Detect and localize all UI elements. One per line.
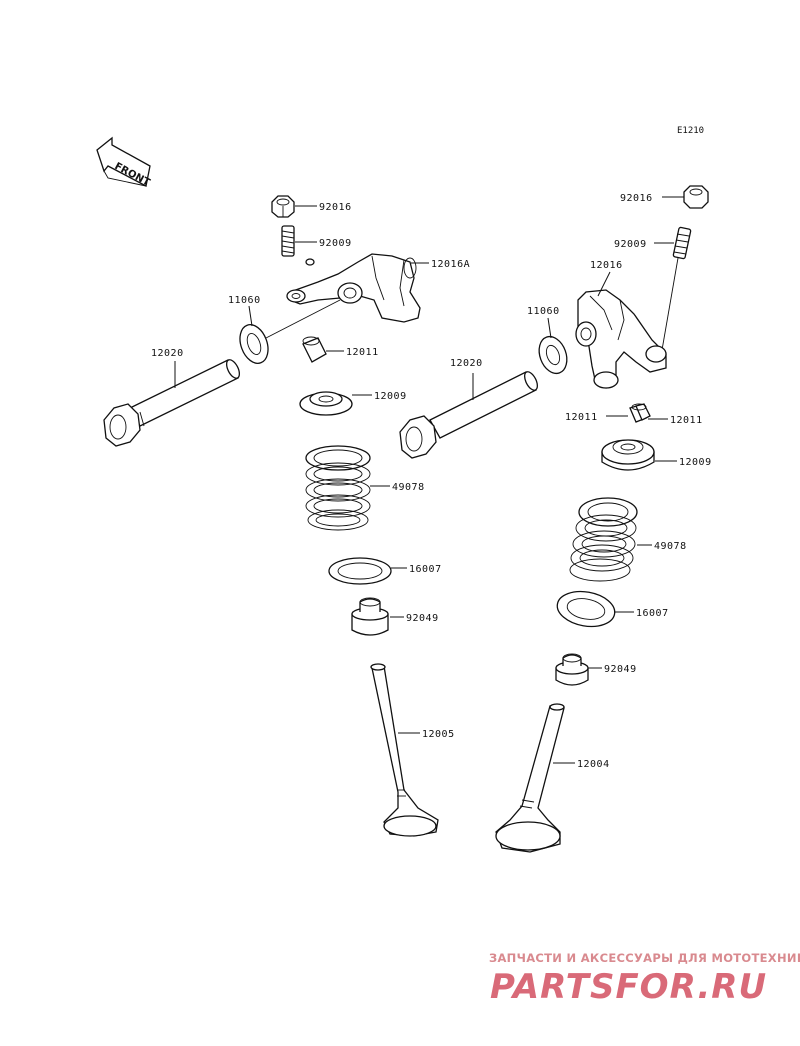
left-washer (239, 324, 269, 364)
label-right-retainer: 12009 (679, 457, 712, 468)
watermark-tagline: ЗАПЧАСТИ И АКСЕССУАРЫ ДЛЯ МОТОТЕХНИКИ (489, 951, 800, 965)
label-left-adjuster: 92009 (319, 238, 352, 249)
label-left-collet: 12011 (346, 347, 379, 358)
right-spring-seat (556, 590, 616, 628)
label-right-valve: 12004 (577, 759, 610, 770)
label-right-spring: 49078 (654, 541, 687, 552)
label-left-valve: 12005 (422, 729, 455, 740)
right-spring-retainer (601, 439, 655, 471)
label-left-stem-seal: 92049 (406, 613, 439, 624)
label-right-collet-a: 12011 (565, 412, 598, 423)
right-stem-seal (555, 653, 589, 686)
left-stem-seal (351, 597, 389, 636)
label-right-washer: 11060 (527, 306, 560, 317)
front-arrow-icon: FRONT (96, 136, 152, 189)
left-spring-retainer (299, 391, 353, 416)
left-nut (271, 195, 295, 218)
right-valve-spring (569, 497, 638, 582)
label-right-adjuster: 92009 (614, 239, 647, 250)
label-right-collet-b: 12011 (670, 415, 703, 426)
watermark-logo: ЗАПЧАСТИ И АКСЕССУАРЫ ДЛЯ МОТОТЕХНИКИ PA… (489, 951, 800, 1007)
label-right-shaft: 12020 (450, 358, 483, 369)
left-valve-spring (305, 445, 371, 531)
watermark-logo-text: PARTSFOR.RU (490, 967, 767, 1007)
left-rocker-shaft (103, 359, 241, 447)
right-rocker-arm (575, 289, 667, 389)
left-valve (370, 663, 439, 837)
label-right-nut: 92016 (620, 193, 653, 204)
right-adjuster-screw (672, 226, 692, 260)
label-right-stem-seal: 92049 (604, 664, 637, 675)
right-rocker-shaft (399, 371, 539, 459)
label-right-seat: 16007 (636, 608, 669, 619)
left-collet (302, 336, 327, 363)
label-left-rocker-arm: 12016A (431, 259, 470, 270)
right-washer (538, 335, 568, 375)
label-left-spring: 49078 (392, 482, 425, 493)
right-nut (683, 185, 709, 209)
left-adjuster-screw (281, 225, 295, 257)
left-spring-seat (328, 557, 392, 585)
left-rocker-arm (286, 253, 421, 323)
label-left-washer: 11060 (228, 295, 261, 306)
diagram-code: E1210 (677, 126, 704, 136)
label-left-seat: 16007 (409, 564, 442, 575)
right-collet (629, 403, 651, 423)
label-left-shaft: 12020 (151, 348, 184, 359)
label-left-nut: 92016 (319, 202, 352, 213)
right-valve (495, 703, 565, 853)
label-left-retainer: 12009 (374, 391, 407, 402)
label-right-rocker-arm: 12016 (590, 260, 623, 271)
